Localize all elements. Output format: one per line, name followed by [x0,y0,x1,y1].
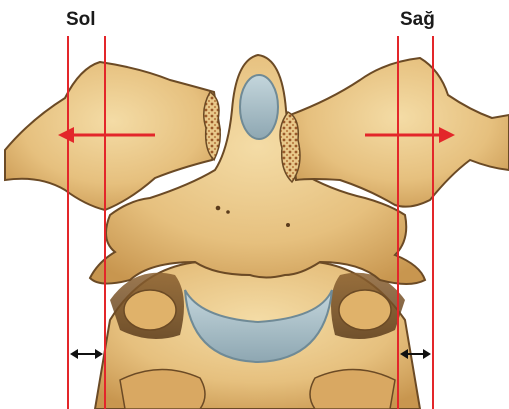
odontoid-cartilage [240,75,278,139]
left-gap-double-arrow-icon [70,349,103,359]
left-side-label: Sol [66,9,96,30]
right-side-label: Sağ [400,9,435,30]
